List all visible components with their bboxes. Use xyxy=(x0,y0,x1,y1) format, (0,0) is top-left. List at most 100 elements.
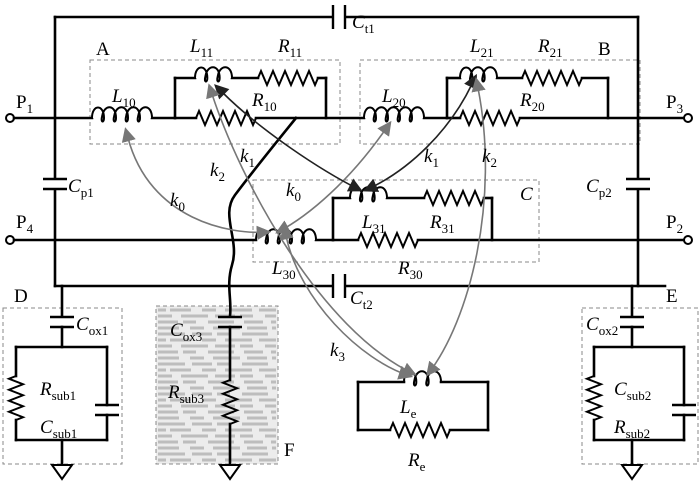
inductor-l10 xyxy=(91,106,153,123)
label-l30-sub: 30 xyxy=(283,267,296,282)
svg-text:Rsub2: Rsub2 xyxy=(613,417,650,441)
label-csub2: C xyxy=(614,379,627,400)
svg-text:R11: R11 xyxy=(277,36,302,60)
label-k0-left: k xyxy=(170,190,179,211)
label-k1-left-sub: 1 xyxy=(248,155,255,170)
svg-text:k3: k3 xyxy=(330,340,345,364)
label-block-e: E xyxy=(666,286,678,307)
svg-text:Csub1: Csub1 xyxy=(40,417,77,441)
label-l20: L xyxy=(381,86,393,107)
resistor-r20 xyxy=(459,108,521,128)
coupling-arrows xyxy=(121,73,487,380)
le-re-loop xyxy=(356,380,490,432)
label-l31: L xyxy=(361,212,373,233)
label-l30: L xyxy=(271,258,283,279)
label-p2-sub: 2 xyxy=(677,221,684,236)
svg-text:D: D xyxy=(14,286,28,307)
label-re-sub: e xyxy=(420,459,426,474)
resistor-re xyxy=(389,420,451,440)
label-r11: R xyxy=(277,36,290,57)
label-r21: R xyxy=(537,36,550,57)
label-p4: P xyxy=(16,212,27,233)
label-l31-sub: 31 xyxy=(373,221,386,236)
label-k2-left-sub: 2 xyxy=(218,169,225,184)
svg-text:L10: L10 xyxy=(111,86,136,110)
svg-text:Ct2: Ct2 xyxy=(350,288,373,312)
label-r20: R xyxy=(519,90,532,111)
label-p1: P xyxy=(16,92,27,113)
svg-text:k2: k2 xyxy=(210,160,225,184)
label-cox2: C xyxy=(586,314,599,335)
resistor-rsub1 xyxy=(6,375,26,421)
svg-text:E: E xyxy=(666,286,678,307)
label-le-sub: e xyxy=(411,406,417,421)
label-k3-sub: 3 xyxy=(338,349,345,364)
label-k1-left: k xyxy=(240,146,249,167)
label-ct2: C xyxy=(350,288,363,309)
capacitor-ct1 xyxy=(331,5,347,29)
label-k2-right: k xyxy=(482,146,491,167)
label-csub1: C xyxy=(40,417,53,438)
label-block-d: D xyxy=(14,286,28,307)
svg-text:k2: k2 xyxy=(482,146,497,170)
label-l21: L xyxy=(469,36,481,57)
resistor-r21 xyxy=(521,68,583,88)
label-r31: R xyxy=(429,212,442,233)
svg-text:Rsub3: Rsub3 xyxy=(167,382,204,406)
label-p2: P xyxy=(666,212,677,233)
resistor-r11 xyxy=(257,68,319,88)
label-l10-sub: 10 xyxy=(123,95,136,110)
label-rsub2: R xyxy=(613,417,626,438)
label-rsub2-sub: sub2 xyxy=(626,426,651,441)
capacitor-cp1 xyxy=(43,177,67,191)
label-cp1: C xyxy=(68,176,81,197)
svg-text:B: B xyxy=(598,39,611,60)
svg-text:k1: k1 xyxy=(240,146,255,170)
resistor-rsub2 xyxy=(584,375,604,421)
label-cp1-sub: p1 xyxy=(81,185,94,200)
label-ct1-sub: t1 xyxy=(365,21,375,36)
substrate-network-e xyxy=(592,315,696,481)
svg-text:R31: R31 xyxy=(429,212,455,236)
capacitor-cp2 xyxy=(626,177,650,191)
label-k1-right-sub: 1 xyxy=(432,155,439,170)
label-p3-sub: 3 xyxy=(677,101,684,116)
label-rsub3: R xyxy=(167,382,180,403)
label-cp2: C xyxy=(586,176,599,197)
svg-text:Ct1: Ct1 xyxy=(352,12,375,36)
label-r21-sub: 21 xyxy=(550,45,563,60)
resistor-r31 xyxy=(423,188,485,208)
label-rsub1-sub: sub1 xyxy=(52,388,77,403)
labels: A B C D E F P1 P3 P4 P2 Ct1 Ct2 Cp1 Cp2 … xyxy=(14,12,683,474)
svg-text:k1: k1 xyxy=(424,146,439,170)
label-csub1-sub: sub1 xyxy=(53,426,78,441)
label-block-c: C xyxy=(520,184,533,205)
label-l21-sub: 21 xyxy=(481,45,494,60)
inductor-l11 xyxy=(194,66,233,83)
label-l11-sub: 11 xyxy=(201,45,214,60)
signal-line-p4-p2 xyxy=(5,196,693,245)
label-k0-left-sub: 0 xyxy=(178,199,185,214)
label-rsub3-sub: sub3 xyxy=(180,391,205,406)
resistor-rsub3 xyxy=(220,379,240,425)
label-k2-right-sub: 2 xyxy=(490,155,497,170)
svg-text:P1: P1 xyxy=(16,92,33,116)
svg-text:P4: P4 xyxy=(16,212,34,236)
label-le: L xyxy=(399,397,411,418)
label-cox3-sub: ox3 xyxy=(183,329,203,344)
svg-text:Cox3: Cox3 xyxy=(170,320,202,344)
svg-text:A: A xyxy=(96,39,110,60)
svg-text:L20: L20 xyxy=(381,86,406,110)
svg-text:k0: k0 xyxy=(170,190,185,214)
label-ct2-sub: t2 xyxy=(363,297,373,312)
label-r31-sub: 31 xyxy=(442,221,455,236)
svg-text:R30: R30 xyxy=(397,258,423,282)
label-k2-left: k xyxy=(210,160,219,181)
label-p3: P xyxy=(666,92,677,113)
label-block-b: B xyxy=(598,39,611,60)
resistors xyxy=(6,68,604,440)
svg-text:k0: k0 xyxy=(286,180,301,204)
label-cp2-sub: p2 xyxy=(599,185,612,200)
